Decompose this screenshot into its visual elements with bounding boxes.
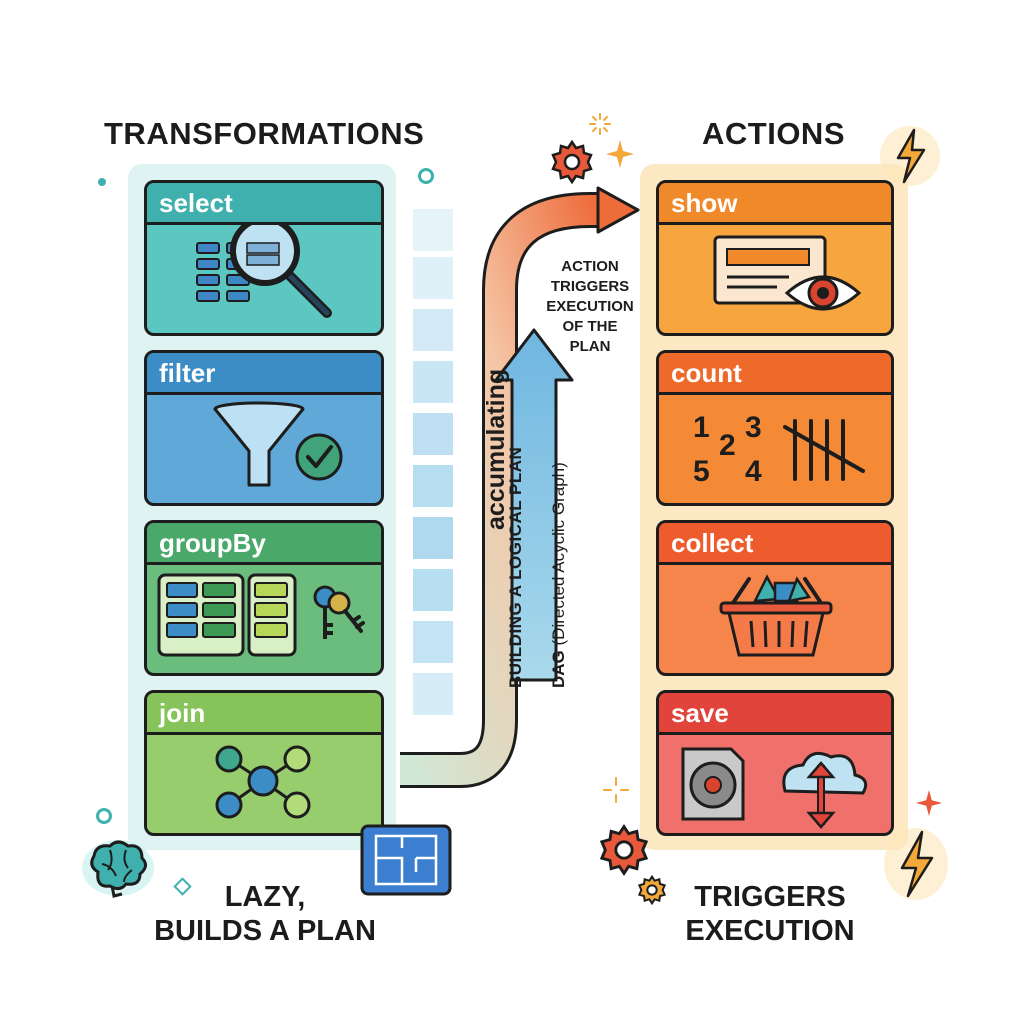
show-card[interactable]: show [656,180,894,336]
collect-card[interactable]: collect [656,520,894,676]
save-card[interactable]: save [656,690,894,836]
grouped-table-keys-icon [147,565,381,673]
transformations-footer: LAZY, BUILDS A PLAN [140,880,390,948]
ring-decoration [96,808,112,824]
dag-label: DAG (Directed Acyclic Graph) [549,358,575,688]
gear-icon [637,874,667,906]
action-note-line: TRIGGERS [550,278,630,295]
action-note-line: OF THE [562,318,618,335]
action-note-line: PLAN [569,338,611,355]
select-card[interactable]: select [144,180,384,336]
sparkle-icon [916,790,942,816]
magnifier-table-icon [147,225,381,333]
action-note-line: ACTION [561,258,619,275]
svg-text:1: 1 [693,411,710,444]
svg-text:2: 2 [719,429,736,462]
action-note: ACTION TRIGGERS EXECUTION OF THE PLAN [532,257,648,357]
brain-icon [82,840,154,898]
footer-line: EXECUTION [685,915,855,947]
groupby-label: groupBy [147,523,381,565]
lightning-icon [884,828,948,900]
count-label: count [659,353,891,395]
dag-bold: DAG [549,650,568,688]
select-label: select [147,183,381,225]
sparkle-icon [606,140,634,168]
basket-icon [659,565,891,673]
ring-decoration [418,168,434,184]
sparkle-icon [589,113,611,135]
gear-icon [551,139,593,185]
screen-eye-icon [659,225,891,333]
actions-heading: ACTIONS [702,116,845,151]
groupby-card[interactable]: groupBy [144,520,384,676]
dot-decoration [98,178,106,186]
sparkle-icon [603,777,629,803]
transformations-heading: TRANSFORMATIONS [104,116,425,151]
svg-text:5: 5 [693,455,710,488]
filter-card[interactable]: filter [144,350,384,506]
show-label: show [659,183,891,225]
join-label: join [147,693,381,735]
dag-rest: (Directed Acyclic Graph) [549,462,568,651]
action-note-line: EXECUTION [546,298,634,315]
building-plan-label: BUILDING A LOGICAL PLAN [506,446,525,688]
network-nodes-icon [147,735,381,833]
collect-label: collect [659,523,891,565]
svg-text:4: 4 [745,455,762,488]
footer-line: TRIGGERS [694,881,846,913]
funnel-check-icon [147,395,381,503]
actions-footer: TRIGGERS EXECUTION [660,880,880,948]
svg-text:3: 3 [745,411,762,444]
filter-label: filter [147,353,381,395]
blueprint-icon [360,824,452,896]
save-label: save [659,693,891,735]
lightning-icon [880,126,940,186]
gear-icon [599,824,649,876]
disk-cloud-icon [659,735,891,833]
footer-line: LAZY, [224,881,306,913]
footer-line: BUILDS A PLAN [154,915,376,947]
join-card[interactable]: join [144,690,384,836]
flow-graphic [400,186,640,788]
